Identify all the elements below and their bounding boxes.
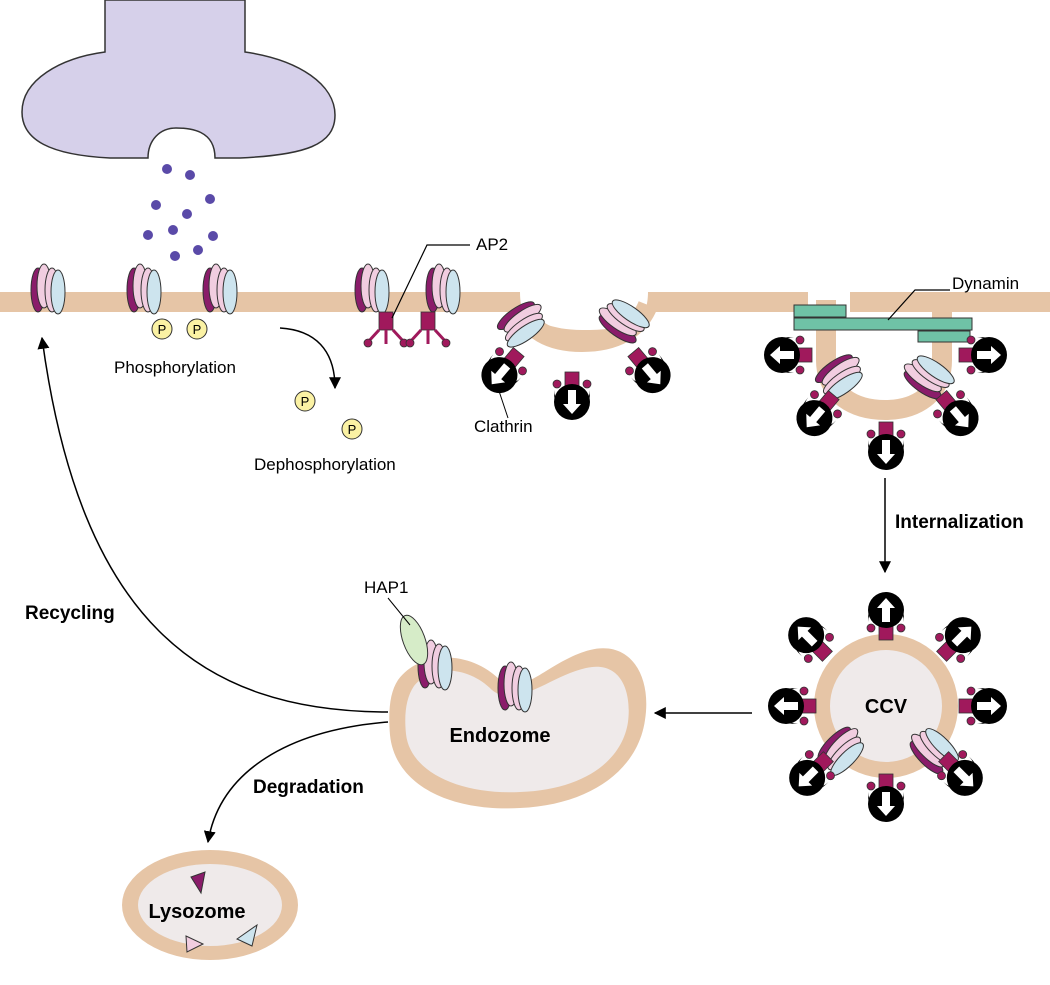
dephosphorylation-arrow bbox=[279, 327, 341, 390]
receptor-2 bbox=[126, 263, 162, 315]
endozome bbox=[389, 648, 647, 809]
clathrin-unit bbox=[763, 335, 813, 375]
clathrin-unit bbox=[866, 591, 906, 641]
degraded-fragments bbox=[185, 871, 258, 953]
ap2-adaptor bbox=[404, 310, 452, 349]
ap2-adaptor bbox=[362, 310, 410, 349]
receptor-3 bbox=[202, 263, 238, 315]
dynamin-label: Dynamin bbox=[952, 274, 1019, 293]
svg-text:P: P bbox=[301, 394, 310, 409]
hap1-leader bbox=[387, 597, 411, 626]
svg-text:P: P bbox=[348, 422, 357, 437]
phosphorylation-label: Phosphorylation bbox=[114, 358, 236, 377]
clathrin-unit bbox=[866, 421, 906, 471]
clathrin-label: Clathrin bbox=[474, 417, 533, 436]
hap1-label: HAP1 bbox=[364, 578, 408, 597]
recycling-label: Recycling bbox=[25, 603, 115, 624]
receptor-1 bbox=[30, 263, 66, 315]
clathrin-unit bbox=[472, 339, 534, 402]
recycling-arrow bbox=[37, 336, 389, 713]
clathrin-unit bbox=[866, 773, 906, 823]
clathrin-unit bbox=[552, 371, 592, 421]
phosphate-icon: P bbox=[294, 390, 316, 412]
endozome-label: Endozome bbox=[449, 725, 550, 747]
phosphate-icon: P bbox=[186, 318, 208, 340]
presynaptic-terminal bbox=[21, 0, 336, 159]
receptor-5 bbox=[425, 263, 461, 315]
phosphate-icon: P bbox=[151, 318, 173, 340]
neurotransmitter-dots bbox=[143, 164, 218, 261]
ap2-leader bbox=[391, 244, 470, 319]
hap1-protein bbox=[399, 614, 429, 666]
receptor-4 bbox=[354, 263, 390, 315]
dynamin-ring bbox=[793, 304, 973, 343]
clathrin-leader bbox=[497, 387, 509, 419]
receptor-endozome-right bbox=[497, 661, 533, 713]
clathrin-unit bbox=[618, 339, 680, 402]
clathrin-unit bbox=[958, 686, 1008, 726]
dephosphorylation-label: Dephosphorylation bbox=[254, 455, 396, 474]
svg-text:P: P bbox=[193, 322, 202, 337]
svg-text:P: P bbox=[158, 322, 167, 337]
dynamin-leader bbox=[887, 289, 950, 321]
clathrin-unit bbox=[767, 686, 817, 726]
ccv-label: CCV bbox=[865, 696, 908, 718]
phosphate-icon: P bbox=[341, 418, 363, 440]
internalization-label: Internalization bbox=[895, 512, 1024, 533]
lysozome-label: Lysozome bbox=[148, 901, 245, 923]
ap2-label: AP2 bbox=[476, 235, 508, 254]
degradation-arrow bbox=[203, 721, 389, 844]
degradation-label: Degradation bbox=[253, 777, 364, 798]
